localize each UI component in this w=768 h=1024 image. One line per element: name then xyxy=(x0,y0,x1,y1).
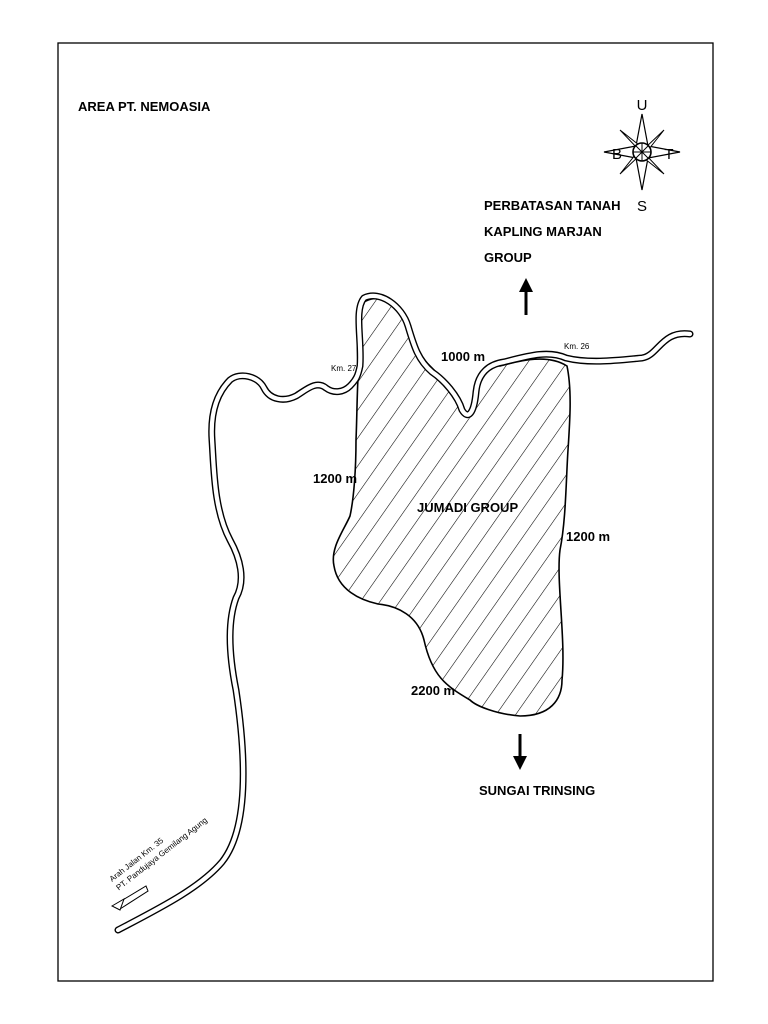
compass-east: T xyxy=(664,146,673,163)
km-marker-27: Km. 27 xyxy=(331,364,357,373)
compass-north: U xyxy=(637,97,648,114)
north-note-line-2: KAPLING MARJAN xyxy=(484,224,602,239)
north-note-line-3: GROUP xyxy=(484,250,532,265)
area-title: AREA PT. NEMOASIA xyxy=(78,99,211,114)
direction-arrow-icon xyxy=(110,885,149,911)
dimension-right: 1200 m xyxy=(566,529,610,544)
dimension-bottom: 2200 m xyxy=(411,683,455,698)
compass-rose-icon xyxy=(603,113,681,191)
dimension-top: 1000 m xyxy=(441,349,485,364)
south-arrow-icon xyxy=(513,734,527,770)
parcel-label: JUMADI GROUP xyxy=(417,500,518,515)
compass-west: B xyxy=(612,146,622,163)
south-note: SUNGAI TRINSING xyxy=(479,783,595,798)
compass-south: S xyxy=(637,198,647,215)
dimension-left: 1200 m xyxy=(313,471,357,486)
road xyxy=(114,292,694,934)
north-note-line-1: PERBATASAN TANAH xyxy=(484,198,621,213)
km-marker-26: Km. 26 xyxy=(564,342,590,351)
north-arrow-icon xyxy=(519,278,533,315)
